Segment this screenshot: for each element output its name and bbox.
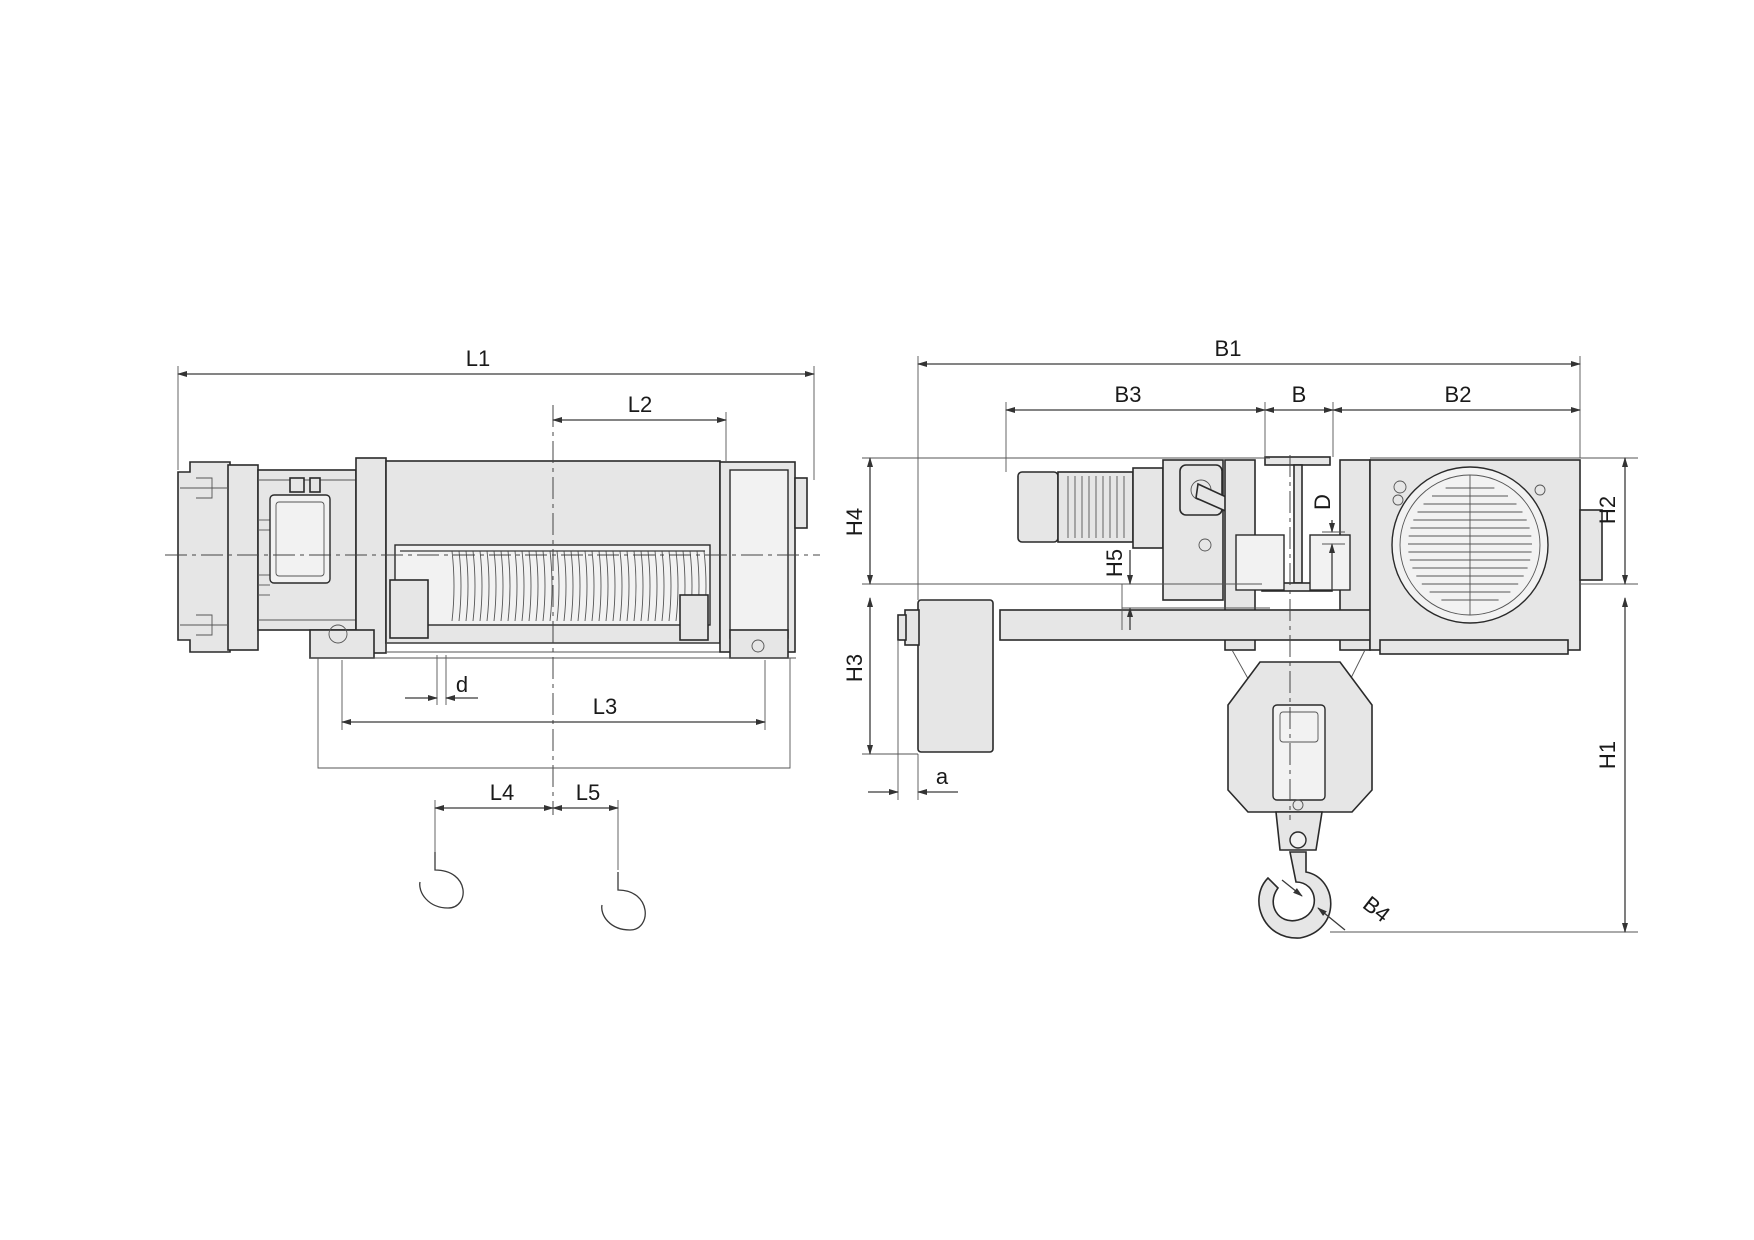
dimension-a: a (868, 640, 958, 800)
drum-groove (451, 550, 455, 622)
end-carriage (719, 461, 808, 659)
label-L1: L1 (466, 346, 490, 371)
label-B: B (1292, 382, 1307, 407)
counterweight-block (897, 599, 994, 753)
dimension-B1: B1 (917, 336, 1581, 600)
drum-groove (675, 550, 679, 622)
drum-groove (577, 550, 581, 622)
crossbar (999, 609, 1376, 641)
label-H1: H1 (1595, 741, 1620, 769)
label-B1: B1 (1215, 336, 1242, 361)
hook-block (1227, 649, 1373, 939)
label-B3: B3 (1115, 382, 1142, 407)
drum-groove (661, 550, 665, 622)
label-L4: L4 (490, 780, 514, 805)
drum-groove (500, 550, 504, 622)
drum-groove (591, 550, 595, 622)
front-view: B1 B3 B B2 H4 H3 (842, 336, 1638, 939)
drum-groove (458, 550, 462, 622)
drum-groove (521, 550, 525, 622)
label-B4: B4 (1358, 891, 1395, 927)
drum-groove (479, 550, 483, 622)
drum-groove (542, 550, 546, 622)
label-d: d (456, 672, 468, 697)
drum-groove (556, 550, 560, 622)
terminal-box (269, 494, 331, 584)
label-H5: H5 (1102, 549, 1127, 577)
dimension-H5: H5 (1102, 549, 1270, 630)
motor-body (257, 469, 357, 631)
drum-groove (563, 550, 567, 622)
dimension-H4: H4 (842, 457, 873, 585)
travel-motor (1017, 459, 1251, 601)
side-view: L1 L2 L3 d L4 (165, 346, 820, 931)
label-D: D (1310, 494, 1335, 510)
dimension-d: d (405, 655, 478, 705)
drum-groove (528, 550, 532, 622)
dimension-L4-L5: L4 L5 (434, 780, 619, 870)
label-L5: L5 (576, 780, 600, 805)
drum-groove (640, 550, 644, 622)
label-L3: L3 (593, 694, 617, 719)
drum-groove (465, 550, 469, 622)
dimension-L1: L1 (177, 346, 815, 480)
dimension-H2: H2 (1595, 457, 1628, 585)
motor-end-cap (177, 461, 259, 653)
label-B2: B2 (1445, 382, 1472, 407)
drum-groove (619, 550, 623, 622)
drum-groove (584, 550, 588, 622)
drum-groove (612, 550, 616, 622)
label-a: a (936, 764, 949, 789)
dimension-L3: L3 (341, 660, 766, 730)
label-H4: H4 (842, 508, 867, 536)
label-H2: H2 (1595, 496, 1620, 524)
drum-groove (598, 550, 602, 622)
label-L2: L2 (628, 392, 652, 417)
dimension-B3-B-B2: B3 B B2 (1005, 382, 1581, 472)
drum-groove (549, 550, 553, 622)
drum-groove (514, 550, 518, 622)
hook-right-icon (601, 872, 646, 931)
dimension-L2: L2 (552, 392, 727, 462)
drum-groove (626, 550, 630, 622)
overall-outline-bracket (317, 658, 791, 769)
drum-groove (605, 550, 609, 622)
drum-groove (570, 550, 574, 622)
drum-groove (493, 550, 497, 622)
hook-left-icon (419, 852, 464, 909)
drum-groove (668, 550, 672, 622)
drum-groove (486, 550, 490, 622)
dimension-D: D (1310, 494, 1345, 590)
drum-groove (535, 550, 539, 622)
drum-groove (654, 550, 658, 622)
label-H3: H3 (842, 654, 867, 682)
drum-groove (633, 550, 637, 622)
hoist-motor-fan (1369, 459, 1603, 655)
dimension-H3: H3 (842, 597, 873, 755)
dimension-H1: H1 (1595, 597, 1628, 933)
drum-groove (647, 550, 651, 622)
drum-groove (472, 550, 476, 622)
drum-groove (507, 550, 511, 622)
